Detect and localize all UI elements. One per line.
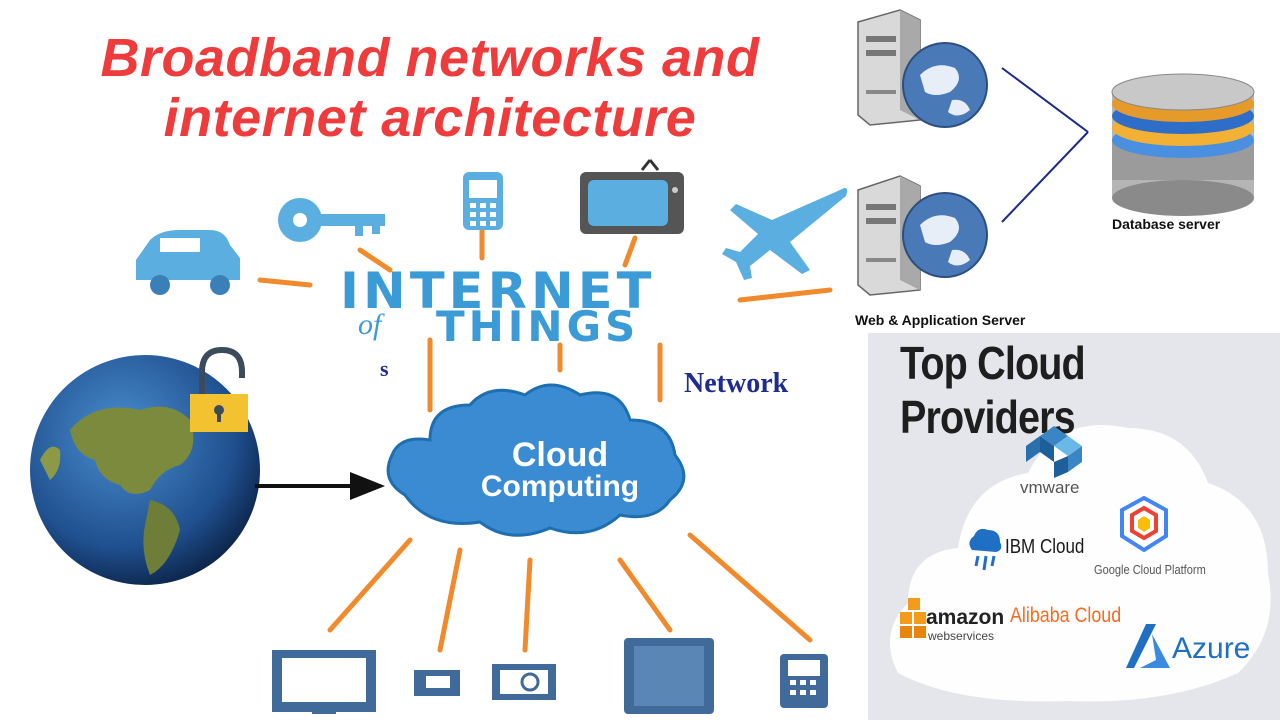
database-server-label: Database server: [1112, 216, 1221, 232]
web-server-icon-2: [857, 175, 988, 296]
iot-things-text: THINGS: [436, 302, 640, 351]
tablet-icon: [624, 638, 714, 714]
lock-icon: [190, 346, 248, 432]
iot-diagram: [136, 159, 848, 714]
providers-cloud-shape: [890, 425, 1271, 702]
monitor-icon: [272, 650, 376, 714]
iot-internet-text: INTERNET: [340, 262, 656, 320]
alibaba-cloud-label: Alibaba Cloud: [1010, 604, 1122, 627]
database-icon: [1111, 73, 1255, 216]
arrow-icon: [255, 472, 385, 500]
web-app-server-label: Web & Application Server: [855, 312, 1026, 328]
server-connector: [1001, 67, 1089, 223]
phone-icon: [463, 172, 503, 230]
cctv-icon: [414, 670, 460, 696]
server-diagram: [857, 9, 1255, 296]
azure-label: Azure: [1172, 632, 1251, 665]
key-icon: [278, 198, 385, 242]
google-cloud-label: Google Cloud Platform: [1094, 562, 1206, 577]
iot-of-text: of: [358, 308, 382, 341]
globe-icon: [30, 346, 385, 585]
cloud-providers-heading: Top Cloud Providers: [900, 337, 1086, 443]
tv-icon: [580, 159, 684, 234]
title-line-2: internet architecture: [163, 88, 697, 148]
plane-icon: [722, 188, 848, 280]
vmware-logo-icon: [1026, 426, 1082, 478]
computing-label: Computing: [480, 470, 640, 503]
azure-logo-icon: [1126, 624, 1170, 668]
page-title: Broadband networks and internet architec…: [60, 28, 800, 148]
camera-icon: [492, 664, 556, 700]
vmware-label: vmware: [1020, 478, 1080, 497]
amazon-boxes-icon: [900, 598, 926, 638]
car-icon: [136, 230, 240, 295]
cloud-label: Cloud: [511, 436, 609, 474]
amazon-webservices-label: webservices: [928, 629, 995, 643]
ibm-cloud-label: IBM Cloud: [1005, 536, 1085, 558]
cloud-shape: [386, 383, 686, 537]
iot-connectors-bottom: [327, 532, 813, 653]
web-server-icon-1: [857, 9, 988, 128]
cloud-providers-panel: [868, 333, 1280, 720]
network-label: Network: [684, 368, 789, 399]
amazon-label: amazon: [926, 606, 1005, 629]
google-cloud-icon: [1120, 496, 1168, 552]
ibm-cloud-icon: [969, 528, 1002, 571]
title-line-1: Broadband networks and: [100, 28, 760, 88]
handheld-icon: [780, 654, 828, 708]
network-fragment-text: s: [380, 356, 389, 381]
